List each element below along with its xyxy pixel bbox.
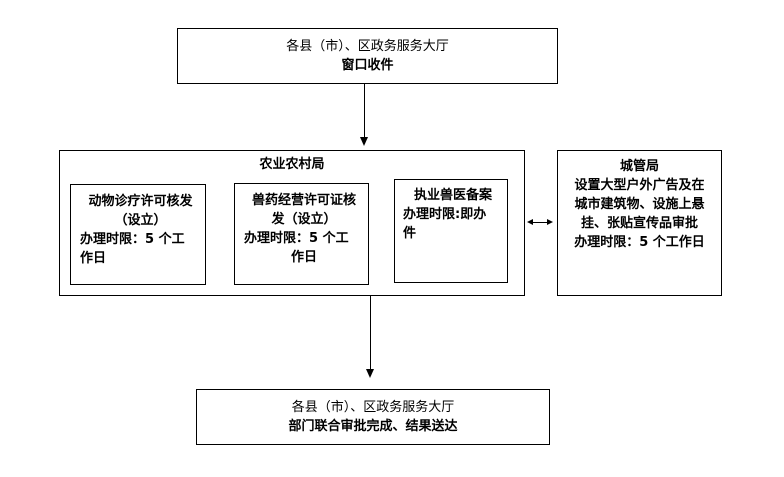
vet-drug-name: 兽药经营许可证核 — [251, 193, 356, 208]
city-bureau-title: 城管局 — [619, 159, 659, 174]
intake-box: 各县（市）、区政务服务大厅 窗口收件 — [177, 28, 558, 84]
flow-arrowhead-top — [360, 137, 368, 146]
result-box: 各县（市）、区政务服务大厅 部门联合审批完成、结果送达 — [196, 389, 550, 445]
link-arrowhead-right — [547, 219, 553, 225]
flow-line-bottom — [370, 296, 371, 369]
vet-record-time-cont: 件 — [403, 226, 417, 241]
animal-clinic-name: 动物诊疗许可核发 — [88, 194, 193, 209]
flow-line-top — [364, 84, 365, 137]
agri-item-animal-clinic: 动物诊疗许可核发 （设立） 办理时限：5 个工 作日 — [70, 184, 206, 285]
result-hall-title: 各县（市）、区政务服务大厅 — [291, 400, 455, 415]
animal-clinic-sub: （设立） — [114, 213, 167, 228]
intake-step-label: 窗口收件 — [341, 58, 394, 73]
vet-drug-time-cont: 作日 — [290, 250, 317, 265]
link-arrowhead-left — [527, 219, 533, 225]
agri-item-vet-drug: 兽药经营许可证核 发（设立） 办理时限：5 个工 作日 — [234, 183, 369, 285]
vet-record-time: 办理时限:即办 — [403, 207, 487, 222]
agri-item-vet-record: 执业兽医备案 办理时限:即办 件 — [394, 179, 508, 283]
city-bureau-item-line1: 设置大型户外广告及在 — [574, 178, 705, 193]
city-bureau-item-line3: 挂、张贴宣传品审批 — [580, 216, 698, 231]
city-bureau-time: 办理时限：5 个工作日 — [574, 235, 705, 250]
result-step-label: 部门联合审批完成、结果送达 — [288, 419, 458, 434]
flow-arrowhead-bottom — [366, 369, 374, 378]
vet-drug-time: 办理时限：5 个工 — [244, 231, 349, 246]
animal-clinic-time-cont: 作日 — [80, 251, 107, 266]
vet-record-name: 执业兽医备案 — [413, 188, 492, 203]
city-bureau-box: 城管局 设置大型户外广告及在 城市建筑物、设施上悬 挂、张贴宣传品审批 办理时限… — [557, 150, 722, 296]
intake-hall-title: 各县（市）、区政务服务大厅 — [286, 39, 449, 54]
animal-clinic-time: 办理时限：5 个工 — [80, 232, 185, 247]
link-line — [532, 222, 547, 223]
city-bureau-item-line2: 城市建筑物、设施上悬 — [574, 197, 705, 212]
agri-bureau-title: 农业农村局 — [259, 157, 325, 172]
vet-drug-sub: 发（设立） — [271, 212, 337, 227]
